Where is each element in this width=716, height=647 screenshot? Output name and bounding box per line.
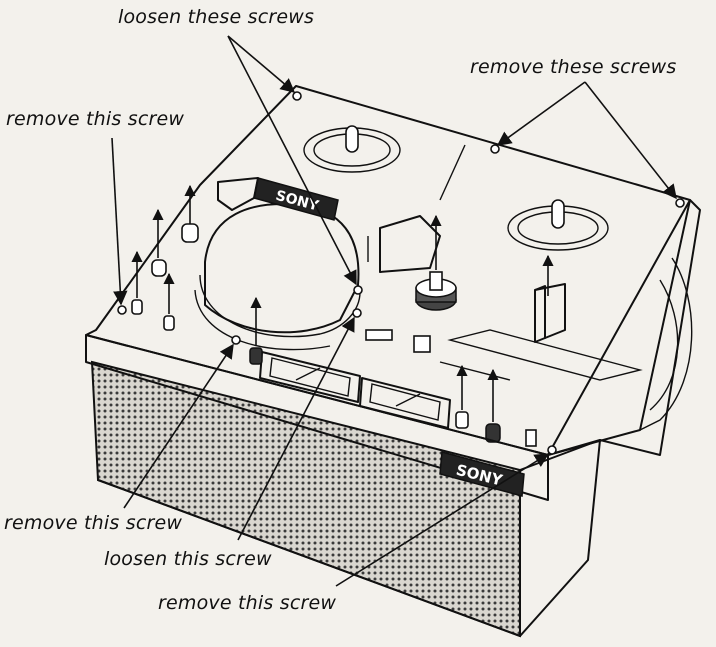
- label-remove-these-screws: remove these screws: [470, 56, 677, 78]
- callout-leaders: [111, 35, 677, 587]
- label-loosen-this-screw: loosen this screw: [104, 548, 272, 570]
- knob-4: [163, 315, 175, 331]
- label-loosen-these-screws: loosen these screws: [118, 6, 315, 28]
- label-remove-this-screw-left: remove this screw: [4, 512, 183, 534]
- cabinet: [90, 360, 601, 638]
- screw-center-loosen: [353, 285, 363, 295]
- level-knob-left: [455, 411, 469, 429]
- screw-front-center: [352, 308, 362, 318]
- supply-reel: [303, 125, 401, 173]
- screw-top-left: [292, 91, 302, 101]
- screw-top-middle: [490, 144, 500, 154]
- small-button-2: [413, 335, 431, 353]
- top-deck: SONY: [85, 85, 701, 456]
- top-sony-plate: SONY: [253, 177, 339, 221]
- takeup-reel: [507, 199, 609, 251]
- screws: [117, 91, 685, 455]
- power-switch: [525, 429, 537, 447]
- vu-meter-left: [259, 351, 361, 403]
- knob-removal-arrows: [131, 184, 554, 422]
- knob-5: [249, 347, 263, 365]
- label-remove-this-screw-bottom: remove this screw: [158, 592, 337, 614]
- head-cover: [194, 203, 361, 351]
- pinch-roller: [415, 271, 457, 311]
- screw-front-left: [231, 335, 241, 345]
- knob-1: [181, 223, 199, 243]
- screw-top-right: [675, 198, 685, 208]
- level-knob-right: [485, 423, 501, 443]
- screw-front-right: [547, 445, 557, 455]
- screw-left-edge: [117, 305, 127, 315]
- label-remove-this-screw-top: remove this screw: [6, 108, 185, 130]
- knob-2: [151, 259, 167, 277]
- vu-meter-right: [359, 377, 451, 429]
- small-button-1: [365, 329, 393, 341]
- knob-3: [131, 299, 143, 315]
